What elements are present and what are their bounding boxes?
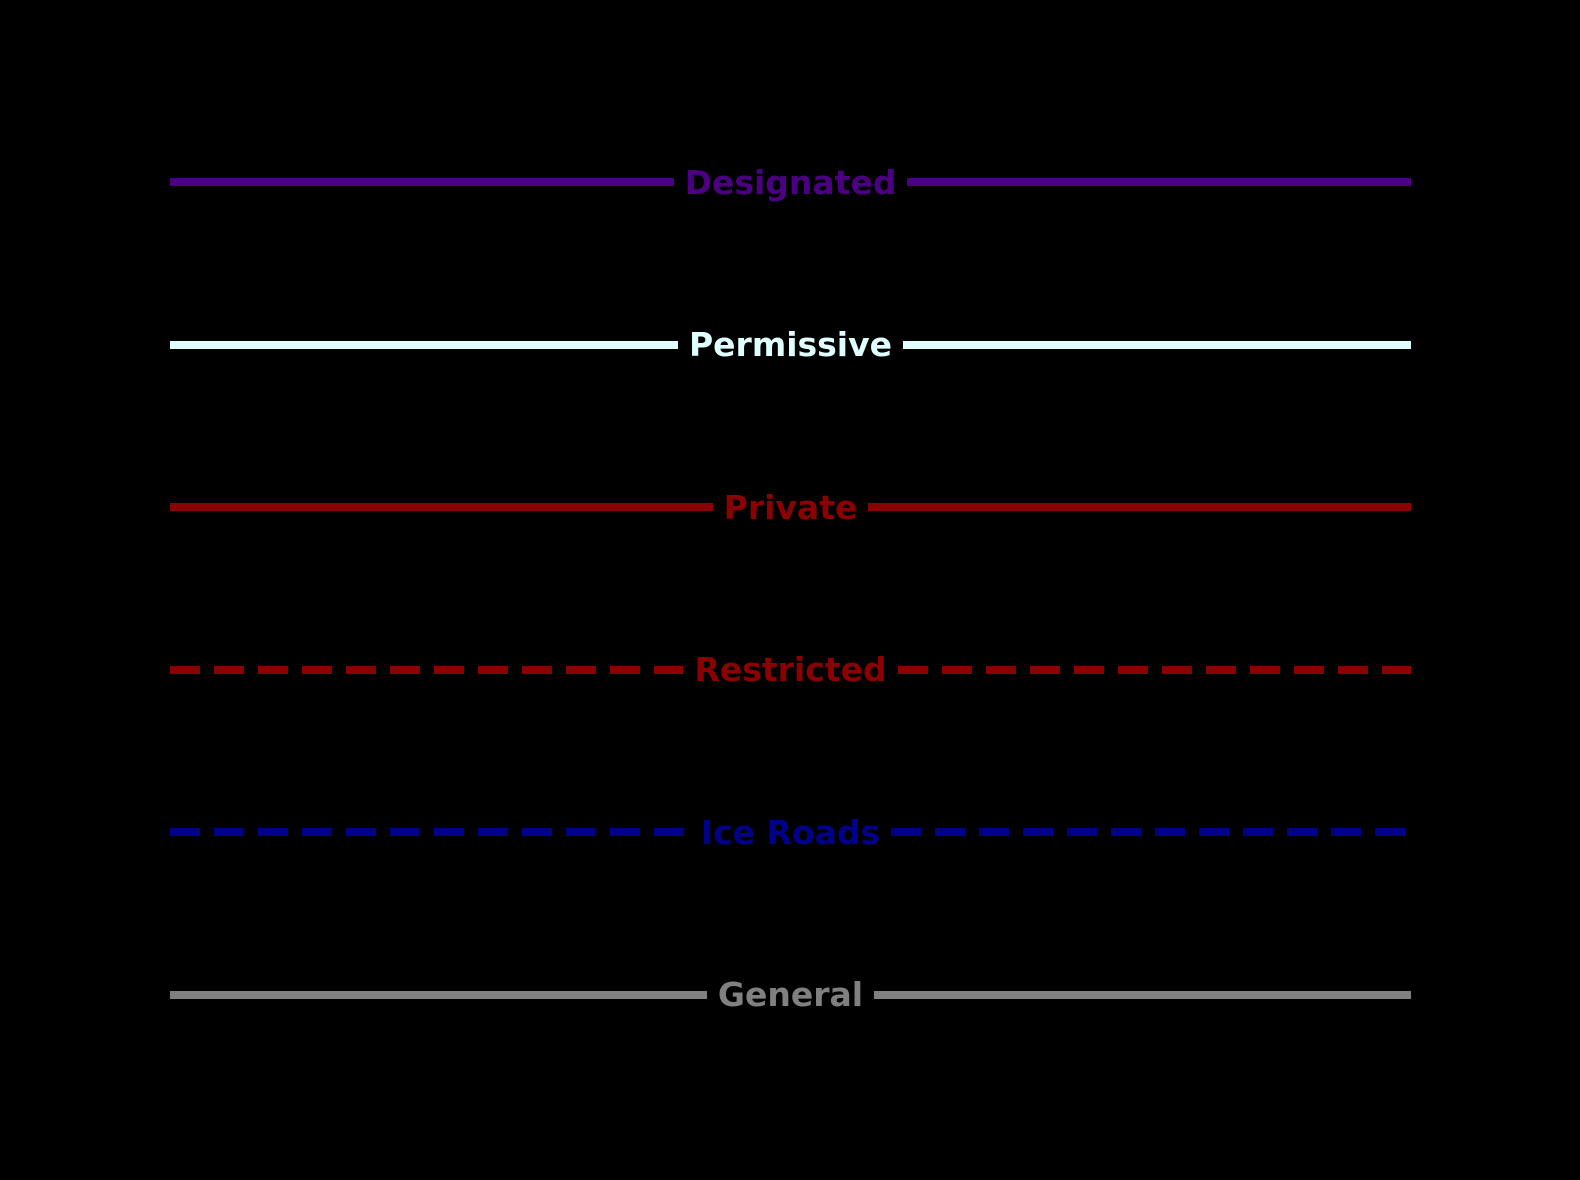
legend-label: General xyxy=(717,975,864,1014)
legend-row-private: Private xyxy=(170,477,1411,537)
legend-row-permissive: Permissive xyxy=(170,315,1411,375)
legend-line-left xyxy=(170,665,684,674)
legend-row-restricted: Restricted xyxy=(170,640,1412,700)
legend-label: Designated xyxy=(684,162,897,202)
legend-line-right xyxy=(897,665,1412,674)
legend-line-right xyxy=(891,828,1412,836)
legend-line-right xyxy=(903,340,1411,349)
legend-line-right xyxy=(874,990,1412,999)
legend-row-general: General xyxy=(170,965,1412,1025)
legend-line-left xyxy=(170,828,690,836)
legend-line-right xyxy=(868,503,1411,511)
legend-line-right xyxy=(907,178,1412,186)
legend-label: Permissive xyxy=(688,325,893,364)
legend-row-ice-roads: Ice Roads xyxy=(170,802,1412,862)
legend-row-designated: Designated xyxy=(170,152,1412,212)
legend-label: Restricted xyxy=(694,650,887,689)
legend-label: Private xyxy=(723,487,858,527)
legend-label: Ice Roads xyxy=(700,812,881,852)
legend-line-left xyxy=(170,503,713,511)
legend-line-left xyxy=(170,990,707,999)
legend-line-left xyxy=(170,178,674,186)
legend-line-left xyxy=(170,340,678,349)
legend-figure: Designated Permissive Private Restricted… xyxy=(170,0,1412,1180)
